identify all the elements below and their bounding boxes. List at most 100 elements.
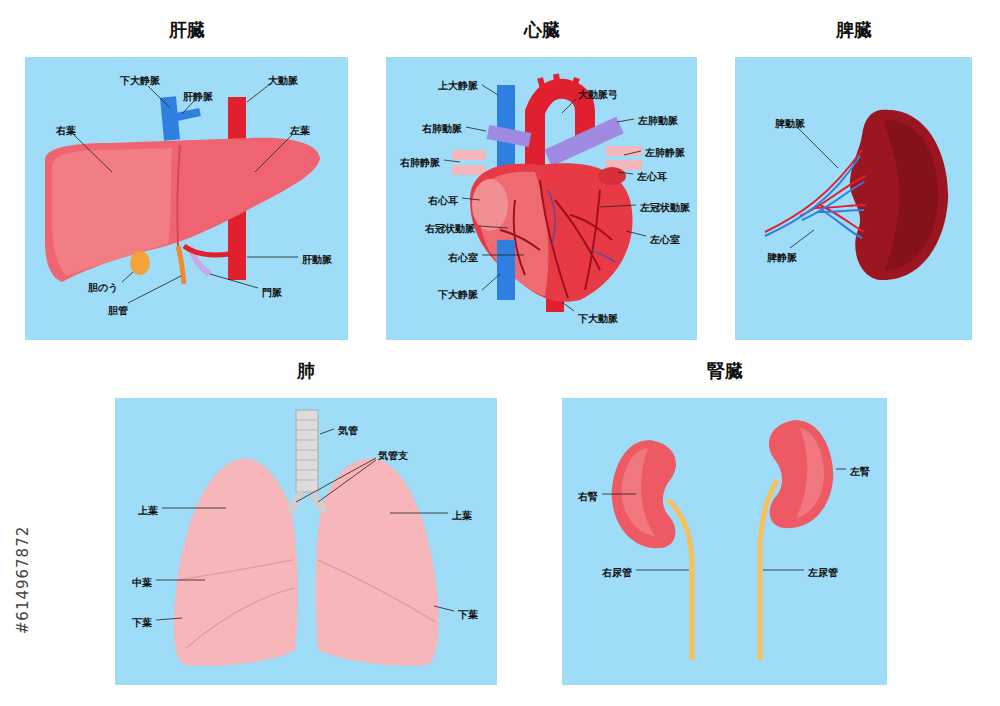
liver-illustration <box>45 97 320 284</box>
part-label: 気管 <box>338 425 358 436</box>
part-label: 右冠状動脈 <box>425 223 475 234</box>
part-label: 上大静脈 <box>438 80 478 91</box>
heart-illustration <box>548 125 620 158</box>
heart-illustration <box>452 74 642 312</box>
heart-illustration <box>497 240 515 300</box>
part-label: 肝静脈 <box>183 91 213 102</box>
panel-ground <box>25 57 972 685</box>
kidney-illustration <box>769 420 833 528</box>
liver-illustration <box>177 145 180 246</box>
kidney-illustration <box>796 428 824 518</box>
leader-line <box>156 429 454 620</box>
leader-line <box>296 458 376 502</box>
lung-illustration <box>296 420 318 480</box>
leader-line <box>320 429 334 434</box>
part-label: 大動脈弓 <box>578 89 618 100</box>
leader-line <box>763 570 804 571</box>
leader-line <box>466 127 486 131</box>
heart-illustration <box>598 167 626 185</box>
part-label: 左尿管 <box>808 567 838 578</box>
part-label: 下葉 <box>132 617 152 628</box>
lung-illustration <box>174 410 439 666</box>
part-label: 胆管 <box>108 305 128 316</box>
heart-illustration <box>606 146 642 156</box>
leader-line <box>128 276 181 303</box>
panel-title: 腎臓 <box>707 360 743 381</box>
leader-line <box>600 205 636 207</box>
part-label: 右腎 <box>578 491 598 502</box>
leader-line <box>122 272 133 282</box>
part-label: 気管支 <box>378 450 408 461</box>
leader-line <box>618 172 633 174</box>
leader-line <box>482 274 500 290</box>
leader-line <box>479 226 508 228</box>
panel-title: 肺 <box>297 360 315 381</box>
heart-illustration <box>500 180 612 298</box>
liver-illustration <box>178 246 184 284</box>
part-label: 脾動脈 <box>775 118 805 129</box>
leader-line <box>624 151 641 155</box>
organ-panel: 腎臓 <box>562 398 887 685</box>
lung-illustration <box>316 458 439 665</box>
part-label: 下葉 <box>458 609 478 620</box>
kidney-illustration <box>612 420 833 660</box>
spleen-illustration <box>765 156 864 238</box>
leader-line <box>74 135 112 172</box>
part-label: 左腎 <box>850 466 870 477</box>
heart-illustration <box>452 165 486 175</box>
spleen-illustration <box>850 110 948 280</box>
leader-line <box>162 508 226 509</box>
leader-line <box>617 119 634 122</box>
panel-title: 心臓 <box>524 19 560 40</box>
leader-line <box>148 86 170 108</box>
leader-line <box>602 469 846 570</box>
part-label: 下大静脈 <box>438 289 478 300</box>
panel-ground <box>386 57 697 340</box>
liver-illustration <box>168 97 172 140</box>
leader-line <box>836 469 846 470</box>
part-label: 肝動脈 <box>302 254 332 265</box>
part-label: 右心室 <box>448 252 478 263</box>
leader-line <box>462 198 480 200</box>
part-label: 左心耳 <box>637 171 667 182</box>
liver-illustration <box>130 251 150 275</box>
lung-illustration <box>178 560 436 648</box>
heart-illustration <box>470 163 633 301</box>
leader-line <box>210 274 258 288</box>
part-label: 上葉 <box>138 505 158 516</box>
leader-line <box>444 160 460 162</box>
part-label: 右肺静脈 <box>400 157 440 168</box>
leader-line <box>562 302 574 311</box>
heart-illustration <box>488 132 530 140</box>
part-label: 左心室 <box>650 234 680 245</box>
leader-line <box>602 494 636 495</box>
panel-title: 肝臓 <box>169 19 205 40</box>
part-label: 左肺動脈 <box>638 115 678 126</box>
part-label: 右心耳 <box>428 195 458 206</box>
leader-line <box>247 257 298 258</box>
leader-line <box>562 99 576 113</box>
panel-ground <box>735 57 972 340</box>
watermark: #614967872 <box>14 526 32 634</box>
part-label: 胆のう <box>88 282 118 293</box>
heart-illustration <box>548 190 615 262</box>
leader-line <box>434 606 454 611</box>
organ-panel: 肺 <box>115 398 497 685</box>
part-label: 右肺動脈 <box>422 123 462 134</box>
leader-line <box>790 128 838 248</box>
leader-line <box>790 230 814 248</box>
panel-ground <box>25 57 348 340</box>
part-label: 門脈 <box>262 287 282 298</box>
spleen-illustration <box>765 110 948 280</box>
kidney-illustration <box>622 448 655 536</box>
liver-illustration <box>52 148 172 276</box>
part-label: 下大静脈 <box>120 75 160 86</box>
panel-ground <box>562 398 887 685</box>
leader-line <box>255 135 292 172</box>
leader-line <box>390 513 448 514</box>
leader-line <box>444 85 646 311</box>
leader-line <box>482 85 498 95</box>
part-label: 左肺静脈 <box>645 147 685 158</box>
part-label: 中葉 <box>132 577 152 588</box>
